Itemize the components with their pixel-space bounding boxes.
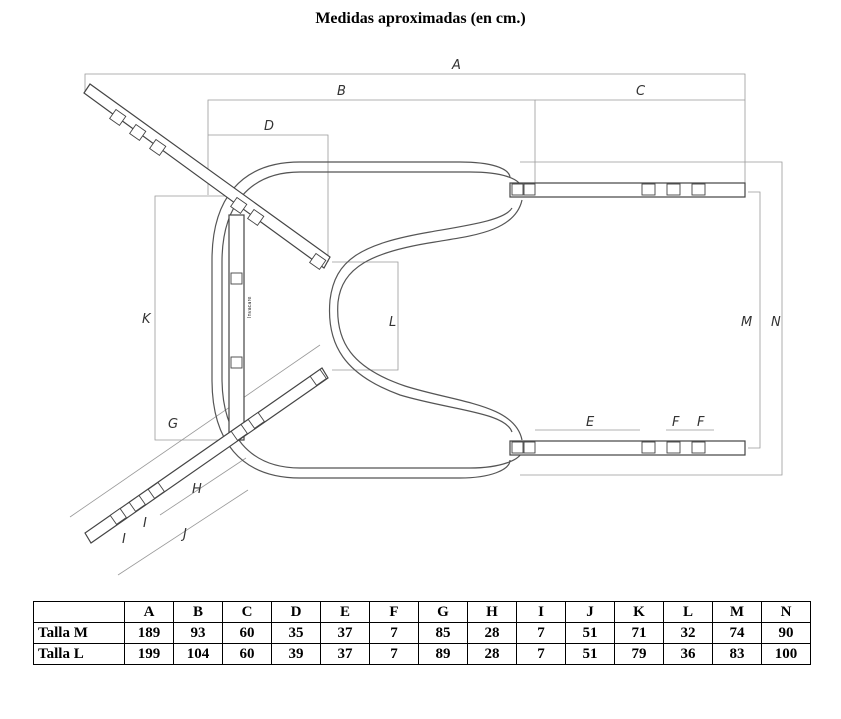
- header-c: C: [222, 601, 272, 623]
- size-table-corner: [33, 601, 125, 623]
- size-table-header-row: A B C D E F G H I J K L M N: [33, 601, 811, 623]
- label-l: L: [389, 315, 396, 330]
- label-h: H: [192, 482, 202, 497]
- table-cell: 60: [222, 622, 272, 644]
- table-cell: 36: [663, 643, 713, 665]
- label-f-1: F: [672, 415, 680, 430]
- table-cell: 51: [565, 622, 615, 644]
- table-cell: 104: [173, 643, 223, 665]
- label-a: A: [451, 58, 461, 73]
- label-b: B: [337, 84, 346, 99]
- row-label: Talla M: [33, 622, 125, 644]
- label-i-1: I: [122, 532, 126, 547]
- table-cell: 7: [516, 622, 566, 644]
- table-cell: 37: [320, 643, 370, 665]
- header-g: G: [418, 601, 468, 623]
- table-cell: 7: [369, 622, 419, 644]
- strap-top-right: [509, 182, 746, 198]
- dimension-labels: A B C D E F F G H I I J K L M N: [122, 58, 781, 547]
- table-cell: 7: [369, 643, 419, 665]
- guide-m: [748, 191, 761, 449]
- dimension-guides: [69, 73, 783, 576]
- header-h: H: [467, 601, 517, 623]
- page-title: Medidas aproximadas (en cm.): [315, 10, 526, 27]
- guide-g: [69, 344, 321, 518]
- guide-b: [207, 99, 536, 195]
- table-cell: 100: [761, 643, 811, 665]
- table-cell: 71: [614, 622, 664, 644]
- sling-diagram: Invacare A B: [69, 58, 783, 576]
- guide-k: [154, 195, 232, 441]
- header-k: K: [614, 601, 664, 623]
- table-cell: 35: [271, 622, 321, 644]
- header-b: B: [173, 601, 223, 623]
- brand-label: Invacare: [247, 296, 253, 318]
- table-cell: 93: [173, 622, 223, 644]
- row-label: Talla L: [33, 643, 125, 665]
- guide-n: [520, 161, 783, 476]
- label-m: M: [741, 315, 752, 330]
- strap-bottom-right: [509, 440, 746, 456]
- guide-h: [159, 457, 247, 516]
- strap-lower-left: [84, 367, 329, 544]
- header-l: L: [663, 601, 713, 623]
- table-row: Talla L 199 104 60 39 37 7 89 28 7 51 79…: [33, 643, 811, 665]
- label-j: J: [180, 527, 187, 542]
- table-row: Talla M 189 93 60 35 37 7 85 28 7 51 71 …: [33, 622, 811, 644]
- label-f-2: F: [697, 415, 705, 430]
- label-e: E: [586, 415, 595, 430]
- table-cell: 85: [418, 622, 468, 644]
- table-cell: 7: [516, 643, 566, 665]
- header-n: N: [761, 601, 811, 623]
- table-cell: 28: [467, 643, 517, 665]
- header-f: F: [369, 601, 419, 623]
- size-table: A B C D E F G H I J K L M N Talla M 189 …: [33, 601, 811, 665]
- table-cell: 83: [712, 643, 762, 665]
- sling-body: Invacare: [211, 161, 523, 479]
- table-cell: 39: [271, 643, 321, 665]
- table-cell: 89: [418, 643, 468, 665]
- table-cell: 37: [320, 622, 370, 644]
- table-cell: 28: [467, 622, 517, 644]
- table-cell: 199: [124, 643, 174, 665]
- label-n: N: [771, 315, 781, 330]
- label-k: K: [142, 312, 152, 327]
- table-cell: 51: [565, 643, 615, 665]
- label-c: C: [636, 84, 646, 99]
- guide-j: [117, 489, 249, 576]
- strap-upper-left: [83, 83, 331, 270]
- table-cell: 32: [663, 622, 713, 644]
- header-a: A: [124, 601, 174, 623]
- header-i: I: [516, 601, 566, 623]
- header-d: D: [271, 601, 321, 623]
- label-i-2: I: [143, 516, 147, 531]
- header-j: J: [565, 601, 615, 623]
- label-g: G: [168, 417, 178, 432]
- table-cell: 60: [222, 643, 272, 665]
- guide-d: [208, 134, 329, 262]
- label-d: D: [264, 119, 274, 134]
- guide-a: [84, 73, 746, 185]
- header-e: E: [320, 601, 370, 623]
- table-cell: 90: [761, 622, 811, 644]
- table-cell: 189: [124, 622, 174, 644]
- table-cell: 74: [712, 622, 762, 644]
- header-m: M: [712, 601, 762, 623]
- table-cell: 79: [614, 643, 664, 665]
